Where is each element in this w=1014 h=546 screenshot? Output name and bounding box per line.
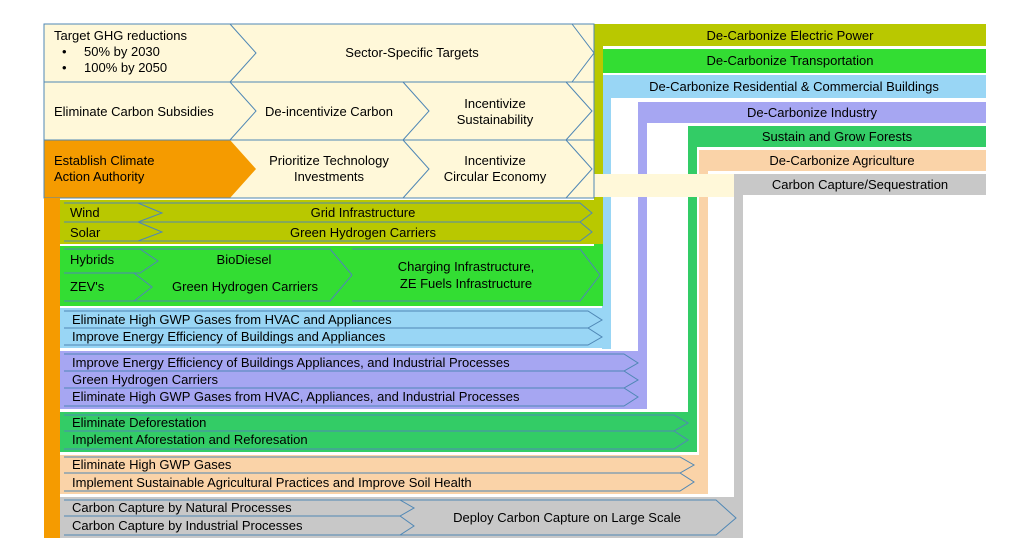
header-bg-electric-power: [594, 24, 986, 46]
header-bg-transportation: [594, 49, 986, 73]
power-solar: Solar: [70, 225, 101, 240]
header-agriculture: De-Carbonize Agriculture: [769, 153, 914, 168]
establish-authority-cell: [44, 140, 256, 198]
sector-specific-targets: Sector-Specific Targets: [345, 45, 479, 60]
agriculture-item-1: Eliminate High GWP Gases: [72, 457, 232, 472]
carbon-capture-band: Carbon Capture by Natural Processes Carb…: [64, 499, 737, 536]
connector-buildings: [602, 75, 611, 349]
incentivize-sustainability-line2: Sustainability: [457, 112, 534, 127]
header-bg-industry: [638, 102, 986, 123]
capture-industrial: Carbon Capture by Industrial Processes: [72, 518, 303, 533]
ghg-bullet-2050: 100% by 2050: [84, 60, 167, 75]
connector-forests: [688, 126, 697, 452]
header-bg-buildings: [602, 75, 986, 98]
header-carbon-capture: Carbon Capture/Sequestration: [772, 177, 948, 192]
capture-natural: Carbon Capture by Natural Processes: [72, 500, 292, 515]
incentivize-sustainability-line1: Incentivize: [464, 96, 525, 111]
buildings-band: Eliminate High GWP Gases from HVAC and A…: [64, 310, 603, 346]
power-grid-infrastructure: Grid Infrastructure: [311, 205, 416, 220]
band-forests: [60, 412, 697, 452]
incentivize-circular-line1: Incentivize: [464, 153, 525, 168]
svg-text:•: •: [62, 60, 67, 75]
prioritize-tech-line2: Investments: [294, 169, 365, 184]
authority-connector-bar: [44, 198, 60, 538]
industry-item-3: Eliminate High GWP Gases from HVAC, Appl…: [72, 389, 520, 404]
agriculture-band: Eliminate High GWP Gases Implement Susta…: [64, 456, 696, 492]
header-industry: De-Carbonize Industry: [747, 105, 878, 120]
transport-biodiesel: BioDiesel: [217, 252, 272, 267]
industry-item-1: Improve Energy Efficiency of Buildings A…: [72, 355, 510, 370]
band-agriculture: [60, 455, 708, 494]
power-band: Wind Solar Grid Infrastructure Green Hyd…: [64, 202, 593, 242]
transport-band: Hybrids ZEV's BioDiesel Green Hydrogen C…: [64, 248, 601, 302]
transport-green-hydrogen: Green Hydrogen Carriers: [172, 279, 318, 294]
connector-electric-power: [594, 24, 603, 244]
forests-band: Eliminate Deforestation Implement Afores…: [64, 414, 690, 450]
ghg-title: Target GHG reductions: [54, 28, 187, 43]
power-green-hydrogen: Green Hydrogen Carriers: [290, 225, 436, 240]
power-wind: Wind: [70, 205, 100, 220]
band-industry: [60, 351, 647, 409]
buildings-item-1: Eliminate High GWP Gases from HVAC and A…: [72, 312, 392, 327]
establish-authority-line1: Establish Climate: [54, 153, 154, 168]
deincentivize-carbon: De-incentivize Carbon: [265, 104, 393, 119]
band-carbon-capture: [44, 497, 743, 538]
transport-hybrids: Hybrids: [70, 252, 115, 267]
header-transportation: De-Carbonize Transportation: [707, 53, 874, 68]
header-forests: Sustain and Grow Forests: [762, 129, 913, 144]
header-bg-carbon-capture: [734, 174, 986, 195]
forests-item-2: Implement Aforestation and Reforesation: [72, 432, 308, 447]
connector-industry: [638, 102, 647, 409]
forests-item-1: Eliminate Deforestation: [72, 415, 206, 430]
incentivize-circular-line2: Circular Economy: [444, 169, 547, 184]
sector-headers: De-Carbonize Electric Power De-Carbonize…: [649, 28, 948, 192]
transport-zevs: ZEV's: [70, 279, 105, 294]
ghg-bullet-2030: 50% by 2030: [84, 44, 160, 59]
transport-charging-line2: ZE Fuels Infrastructure: [400, 276, 532, 291]
industry-item-2: Green Hydrogen Carriers: [72, 372, 218, 387]
header-bg-forests: [688, 126, 986, 147]
connector-agriculture: [699, 150, 708, 494]
connector-carbon-capture: [734, 174, 743, 498]
industry-band: Improve Energy Efficiency of Buildings A…: [64, 353, 639, 407]
eliminate-carbon-subsidies: Eliminate Carbon Subsidies: [54, 104, 214, 119]
establish-authority-line2: Action Authority: [54, 169, 145, 184]
prioritize-tech-line1: Prioritize Technology: [269, 153, 389, 168]
header-buildings: De-Carbonize Residential & Commercial Bu…: [649, 79, 939, 94]
header-electric-power: De-Carbonize Electric Power: [707, 28, 875, 43]
buildings-item-2: Improve Energy Efficiency of Buildings a…: [72, 329, 386, 344]
svg-text:•: •: [62, 44, 67, 59]
top-strategy-grid: Target GHG reductions • 50% by 2030 • 10…: [43, 23, 734, 199]
capture-deploy: Deploy Carbon Capture on Large Scale: [453, 510, 681, 525]
transport-charging-line1: Charging Infrastructure,: [398, 259, 535, 274]
agriculture-item-2: Implement Sustainable Agricultural Pract…: [72, 475, 472, 490]
header-bg-agriculture: [699, 150, 986, 171]
